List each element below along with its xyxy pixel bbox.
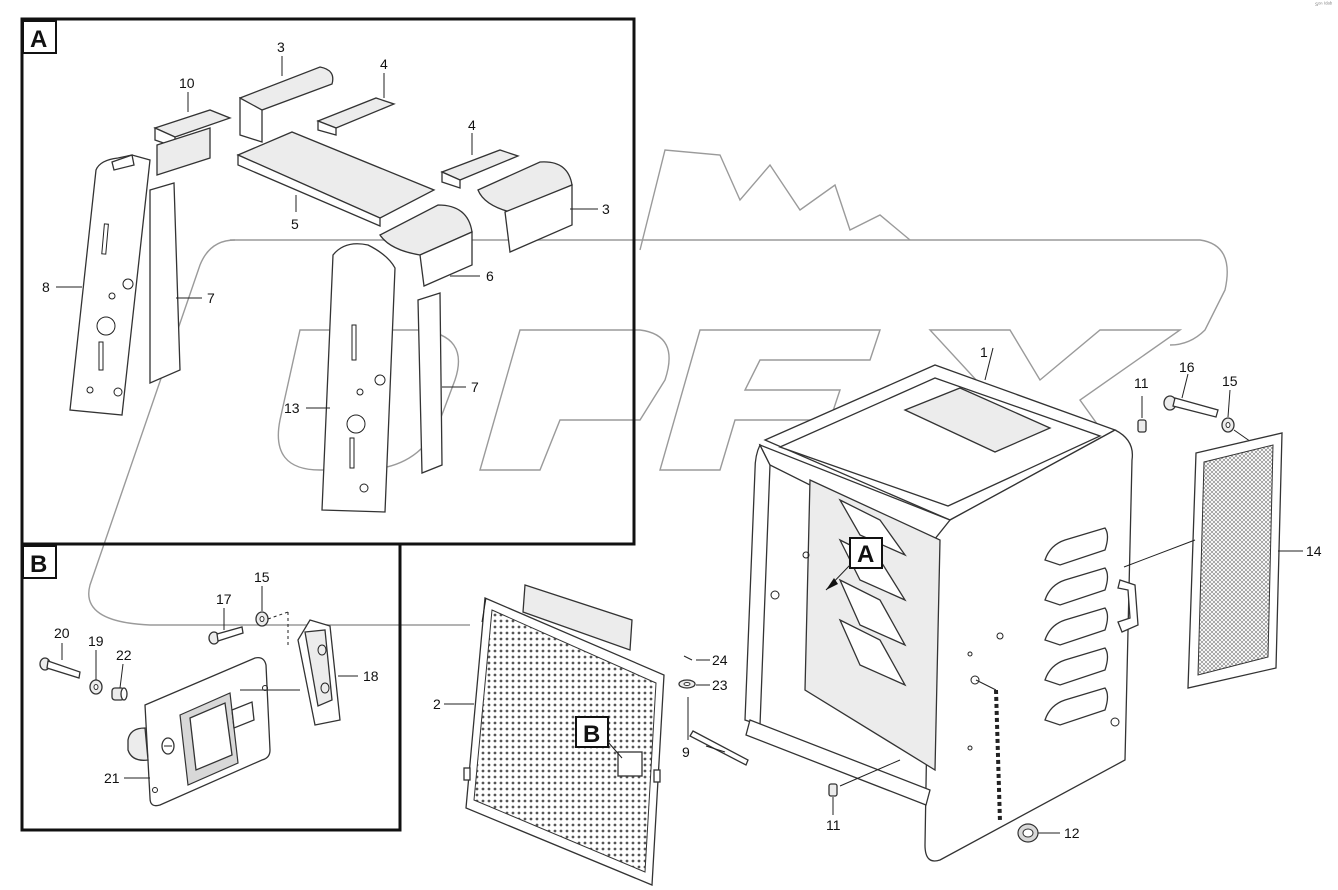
label-10: 10 xyxy=(179,75,195,91)
label-4-top: 4 xyxy=(380,56,388,72)
label-17: 17 xyxy=(216,591,232,607)
bolt-part-20 xyxy=(39,657,81,679)
inset-b-badge: B xyxy=(30,551,47,578)
strip-part-7-right xyxy=(417,292,443,474)
label-24: 24 xyxy=(712,652,728,668)
label-16: 16 xyxy=(1179,359,1195,375)
label-12: 12 xyxy=(1064,825,1080,841)
label-8: 8 xyxy=(42,279,50,295)
strip-part-4-second xyxy=(440,149,520,181)
filter-screen-part-14: 14 xyxy=(1123,432,1322,689)
label-11-bottom: 11 xyxy=(826,817,841,833)
opex-watermark xyxy=(88,149,1228,626)
latch-plate-part-21 xyxy=(127,657,271,807)
label-2: 2 xyxy=(433,696,441,712)
trim-part-3-right xyxy=(477,161,573,253)
label-7-right: 7 xyxy=(471,379,479,395)
label-14: 14 xyxy=(1306,543,1322,559)
label-19: 19 xyxy=(88,633,104,649)
label-9: 9 xyxy=(682,744,690,760)
small-parts-9-23-24: 24 23 9 xyxy=(678,652,749,766)
label-18: 18 xyxy=(363,668,379,684)
plate-part-13 xyxy=(321,243,396,513)
grille-part-2: 2 xyxy=(433,584,665,886)
label-6: 6 xyxy=(486,268,494,284)
cab-frame-part-1: 1 xyxy=(744,344,1139,862)
strip-part-7-left xyxy=(149,182,181,384)
nut-part-22 xyxy=(111,687,128,701)
label-3-right: 3 xyxy=(602,201,610,217)
label-1: 1 xyxy=(980,344,988,360)
label-23: 23 xyxy=(712,677,728,693)
bolt-part-16: 16 xyxy=(1163,359,1219,418)
callout-a: A xyxy=(825,537,883,591)
label-21: 21 xyxy=(104,770,120,786)
seal-strip xyxy=(522,584,633,651)
svg-text:B: B xyxy=(583,721,600,748)
label-4-second: 4 xyxy=(468,117,476,133)
label-15: 15 xyxy=(1222,373,1238,389)
pad-part-10 xyxy=(153,109,232,176)
grommet-part-12: 12 xyxy=(975,679,1080,843)
trim-part-3-top xyxy=(239,66,334,143)
label-15-inset: 15 xyxy=(254,569,270,585)
inset-a-badge: A xyxy=(30,26,47,53)
strip-part-4-top xyxy=(316,97,396,129)
trim-part-6 xyxy=(379,204,473,287)
label-20: 20 xyxy=(54,625,70,641)
inset-b: B xyxy=(20,544,402,832)
label-5: 5 xyxy=(291,216,299,232)
svg-text:A: A xyxy=(857,541,874,568)
label-22: 22 xyxy=(116,647,132,663)
label-7-left: 7 xyxy=(207,290,215,306)
bracket-part-18 xyxy=(297,619,341,726)
label-11-top: 11 xyxy=(1134,375,1149,391)
bolt-part-17 xyxy=(208,626,244,645)
label-3-top: 3 xyxy=(277,39,285,55)
plate-part-8 xyxy=(69,154,151,416)
corner-mark: sᵒⁿ ᴵᵈᵃᵇ xyxy=(1315,2,1332,8)
inset-a: A xyxy=(20,17,636,546)
callout-b: B xyxy=(575,716,623,759)
label-13: 13 xyxy=(284,400,300,416)
plug-part-11: 11 11 xyxy=(826,375,1149,833)
washer-part-15: 15 xyxy=(1221,373,1255,445)
